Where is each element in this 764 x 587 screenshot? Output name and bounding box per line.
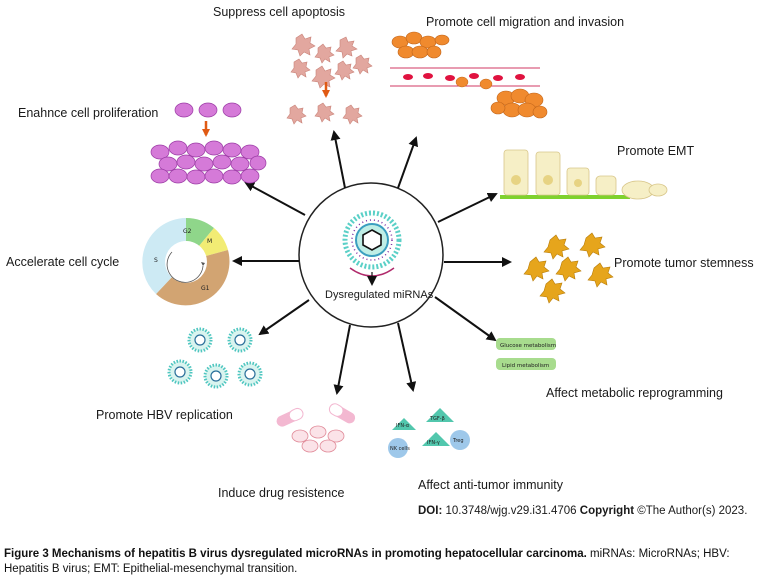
caption-abbreviations: miRNAs: MicroRNAs; HBV: Hepatitis B viru…: [4, 548, 730, 575]
label-suppress-apoptosis: Suppress cell apoptosis: [213, 5, 346, 19]
drug-resistance-illustration: [276, 403, 356, 453]
stemness-illustration: [523, 232, 614, 304]
metabolism-boxes: Glucose metabolism Lipid metabolism: [496, 338, 556, 370]
ifn-gamma-label: IFN-γ: [427, 440, 440, 446]
hbv-virus-icon: [342, 210, 402, 270]
phase-label-s: S: [154, 257, 158, 264]
arrow-apoptosis: [330, 130, 346, 189]
label-promote-emt: Promote EMT: [617, 144, 695, 158]
figure-caption: Figure 3 Mechanisms of hepatitis B virus…: [4, 547, 760, 577]
apoptosis-illustration: [286, 33, 373, 125]
arrow-emt: [437, 192, 498, 223]
phase-label-g2: G2: [183, 228, 192, 235]
arrow-hbv: [258, 299, 310, 336]
doi-value: 10.3748/wjg.v29.i31.4706: [445, 505, 577, 517]
glucose-metabolism-label: Glucose metabolism: [500, 343, 556, 349]
arrow-migration: [397, 136, 418, 189]
immunity-illustration: IFN-α TGF-β NK cells IFN-γ Treg: [388, 408, 470, 458]
lipid-metabolism-label: Lipid metabolism: [502, 363, 549, 369]
center-label: Dysregulated miRNAs: [325, 289, 434, 301]
caption-title: Figure 3 Mechanisms of hepatitis B virus…: [4, 548, 587, 560]
arrow-drug: [333, 324, 351, 395]
central-mirna-node: [298, 182, 444, 328]
ifn-alpha-label: IFN-α: [396, 423, 410, 429]
arrow-immunity: [397, 322, 417, 392]
phase-label-g1: G1: [201, 285, 210, 292]
phase-label-m: M: [207, 238, 212, 245]
migration-illustration: [390, 31, 548, 119]
label-accelerate-cell-cycle: Accelerate cell cycle: [6, 255, 120, 269]
treg-label: Treg: [452, 438, 464, 444]
label-enhance-proliferation: Enahnce cell proliferation: [18, 106, 159, 120]
proliferation-illustration: [150, 102, 267, 185]
doi-line: DOI: 10.3748/wjg.v29.i31.4706 Copyright …: [418, 505, 747, 517]
doi-label: DOI:: [418, 505, 443, 517]
hbv-replication-illustration: [167, 327, 263, 389]
nk-cells-label: NK cells: [390, 446, 410, 452]
copyright-text: ©The Author(s) 2023.: [637, 505, 748, 517]
label-promote-migration: Promote cell migration and invasion: [426, 15, 625, 29]
label-induce-drug-resistence: Induce drug resistence: [218, 486, 345, 500]
radial-arrows: [232, 130, 512, 395]
arrow-proliferation: [244, 182, 306, 216]
arrow-metabolic: [434, 296, 497, 342]
label-affect-anti-tumor-immunity: Affect anti-tumor immunity: [418, 478, 563, 492]
cell-cycle-donut: [142, 217, 230, 306]
copyright-label: Copyright: [579, 505, 635, 517]
label-promote-tumor-stemness: Promote tumor stemness: [614, 256, 754, 270]
tgf-beta-label: TGF-β: [429, 416, 445, 422]
label-affect-metabolic-reprogramming: Affect metabolic reprogramming: [546, 386, 723, 400]
emt-illustration: [500, 149, 668, 200]
label-promote-hbv-replication: Promote HBV replication: [96, 408, 233, 422]
